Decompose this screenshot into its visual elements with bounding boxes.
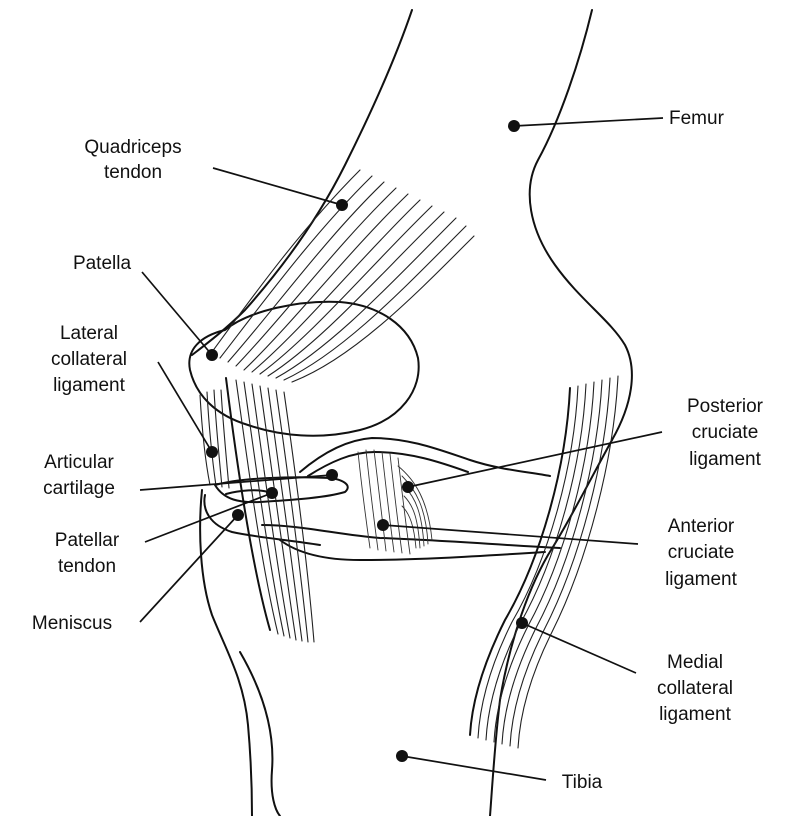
label-anterior-cruciate-line1: Anterior — [668, 516, 735, 537]
label-meniscus: Meniscus — [32, 613, 112, 634]
label-patella: Patella — [73, 253, 132, 274]
label-posterior-cruciate-line3: ligament — [689, 449, 762, 470]
label-medial-collateral-line3: ligament — [659, 704, 732, 725]
posterior-cruciate-fibers — [398, 466, 432, 548]
label-quadriceps-tendon-line1: Quadriceps — [84, 137, 181, 158]
meniscus-pointer — [140, 509, 244, 622]
label-posterior-cruciate-line1: Posterior — [687, 396, 764, 417]
label-lateral-collateral-line2: collateral — [51, 349, 127, 370]
label-quadriceps-tendon-line2: tendon — [104, 162, 162, 183]
label-articular-cartilage-line2: cartilage — [43, 478, 115, 499]
label-lateral-collateral-line3: ligament — [53, 375, 126, 396]
label-anterior-cruciate-line2: cruciate — [668, 542, 735, 563]
label-patellar-tendon-line2: tendon — [58, 556, 116, 577]
label-anterior-cruciate-line3: ligament — [665, 569, 738, 590]
tibia-pointer — [396, 750, 546, 780]
femur-pointer — [508, 118, 663, 132]
label-medial-collateral-line2: collateral — [657, 678, 733, 699]
articular-cartilage-outline — [300, 438, 550, 476]
medial-collateral-pointer — [516, 617, 636, 673]
patella-pointer — [142, 272, 218, 361]
femur-outline — [192, 10, 632, 440]
label-tibia: Tibia — [562, 772, 603, 793]
label-articular-cartilage-line1: Articular — [44, 452, 114, 473]
label-patellar-tendon-line1: Patellar — [55, 530, 120, 551]
label-posterior-cruciate-line2: cruciate — [692, 422, 759, 443]
label-femur: Femur — [669, 108, 725, 129]
label-medial-collateral-line1: Medial — [667, 652, 723, 673]
label-lateral-collateral-line1: Lateral — [60, 323, 118, 344]
lateral-collateral-pointer — [158, 362, 218, 458]
